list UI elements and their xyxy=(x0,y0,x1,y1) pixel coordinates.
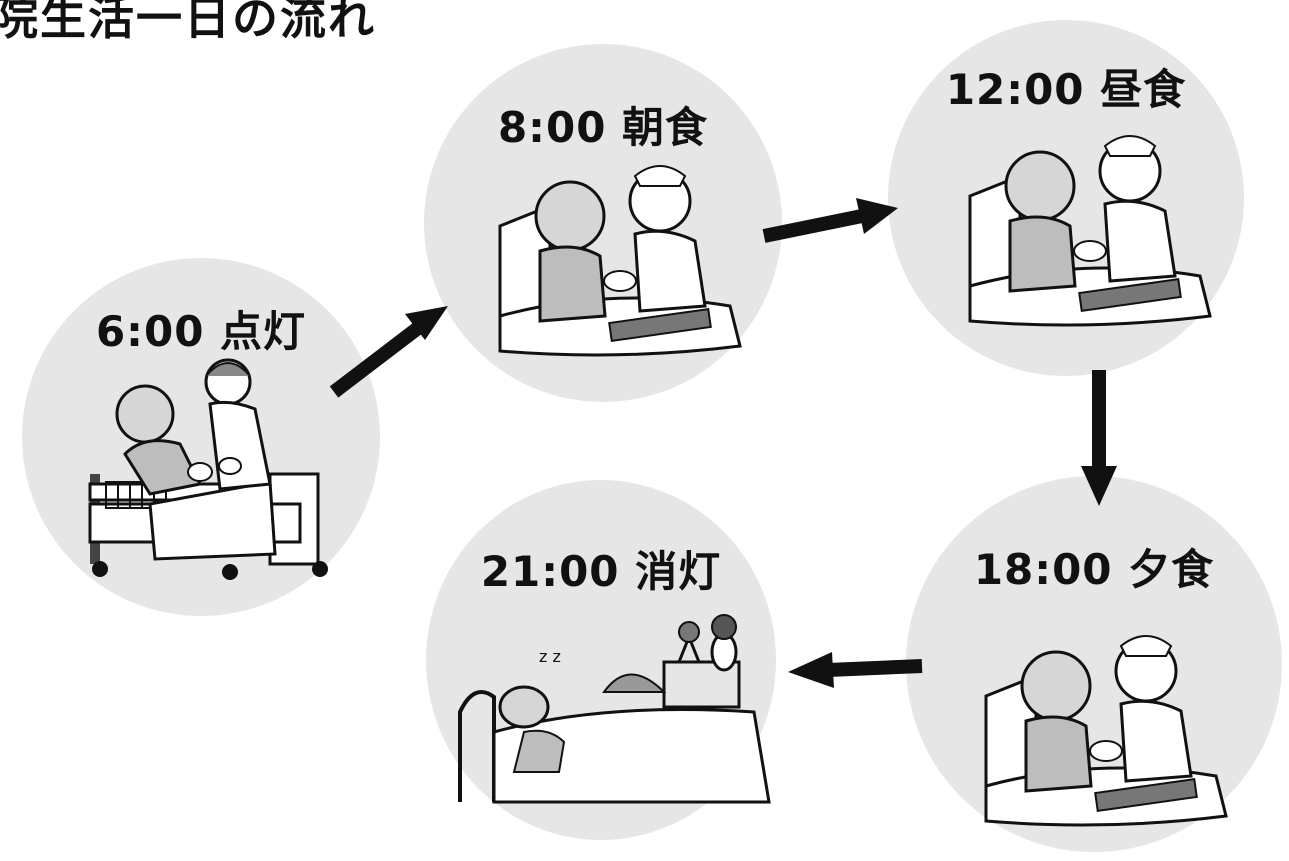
arrow-8-to-12 xyxy=(762,198,898,243)
nurse-feeding-patient-illustration xyxy=(984,635,1228,827)
step-label: 12:00 昼食 xyxy=(945,65,1187,114)
step-12-00: 12:00 昼食 xyxy=(888,20,1244,376)
page-title: 院生活一日の流れ xyxy=(0,0,376,45)
step-21-00: 21:00 消灯 z z xyxy=(426,480,776,840)
svg-text:z z: z z xyxy=(539,647,561,666)
nurse-feeding-patient-illustration xyxy=(968,135,1212,327)
step-8-00: 8:00 朝食 xyxy=(424,44,782,402)
step-6-00: 6:00 点灯 xyxy=(22,258,380,616)
arrow-6-to-8 xyxy=(329,306,448,398)
step-label: 6:00 点灯 xyxy=(95,307,307,356)
step-18-00: 18:00 夕食 xyxy=(906,476,1282,852)
nurse-feeding-patient-illustration xyxy=(498,165,742,357)
arrow-12-to-18 xyxy=(1081,370,1117,506)
step-label: 8:00 朝食 xyxy=(497,103,709,152)
patient-with-caregiver-illustration xyxy=(88,358,328,580)
step-label: 21:00 消灯 xyxy=(480,547,722,596)
patient-sleeping-illustration: z z xyxy=(458,614,771,804)
step-label: 18:00 夕食 xyxy=(973,545,1215,594)
arrow-18-to-21 xyxy=(788,652,923,688)
